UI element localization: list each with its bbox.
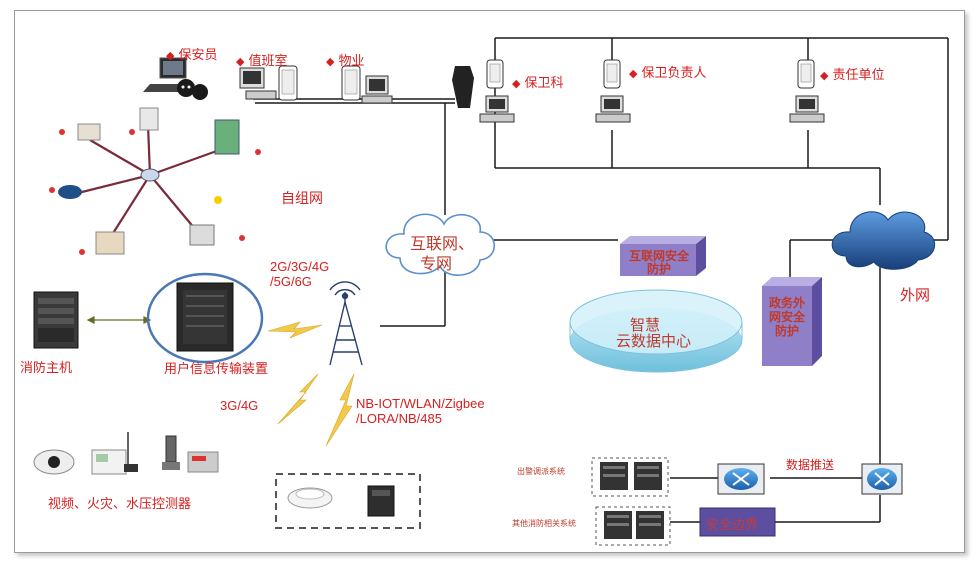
label-detectors: 视频、火灾、水压控测器 [48, 496, 192, 511]
sensor-dashed-box [275, 473, 421, 529]
label-security-boundary: 安全边界 [706, 517, 759, 532]
transmission-device-icon [146, 272, 264, 364]
host-link-arrow [86, 316, 152, 324]
label-cellular-line2: /5G/6G [270, 274, 312, 289]
duty-room-computer-icon [239, 65, 298, 101]
diamond-icon: ◆ [820, 70, 829, 82]
label-internet-line2: 专网 [420, 256, 453, 273]
security-boundary-box [699, 507, 776, 537]
router-right-icon [861, 463, 903, 495]
gov-security-box [762, 277, 822, 366]
label-dispatch-system: 出警调派系统 [517, 467, 565, 476]
label-fire-host: 消防主机 [20, 360, 73, 375]
internet-security-box [620, 236, 706, 276]
diamond-icon: ◆ [326, 56, 335, 68]
label-cellular-left: 3G/4G [220, 398, 259, 413]
dispatch-servers-box [591, 457, 669, 497]
security-head-devices-icon [595, 59, 631, 123]
label-cloud-center-line2: 云数据中心 [616, 333, 692, 350]
property-phone-icon [341, 65, 393, 104]
label-guard: ◆保安员 [166, 47, 218, 62]
diamond-icon: ◆ [512, 78, 521, 90]
label-transmission-device: 用户信息传输装置 [164, 361, 269, 376]
other-servers-box [595, 506, 671, 546]
label-responsible-unit: ◆责任单位 [820, 67, 885, 82]
cloud-datacenter-cylinder [569, 289, 743, 373]
label-gov-security: 政务外网安全防护 [768, 296, 805, 338]
label-cloud-center-line1: 智慧 [630, 317, 661, 334]
diamond-icon: ◆ [236, 56, 245, 68]
external-cloud-shape [831, 211, 935, 270]
label-iot-line1: NB-IOT/WLAN/Zigbee [356, 396, 485, 411]
label-security-dept: ◆保卫科 [512, 75, 564, 90]
label-iot-line2: /LORA/NB/485 [356, 411, 442, 426]
guard-computer-icon [143, 57, 208, 100]
adhoc-star-network [49, 107, 261, 255]
label-cellular-line1: 2G/3G/4G [270, 259, 330, 274]
security-dept-devices-icon [452, 59, 515, 123]
label-property: ◆物业 [326, 53, 365, 68]
label-security-head: ◆保卫负责人 [629, 65, 707, 80]
responsible-unit-devices-icon [789, 59, 825, 123]
label-internet-line1: 互联网、 [410, 236, 475, 253]
antenna-tower-icon [329, 281, 363, 366]
label-ad-hoc-network: 自组网 [281, 190, 323, 206]
fire-host-server-icon [33, 291, 79, 349]
detectors-group-icon [33, 432, 219, 475]
diamond-icon: ◆ [629, 68, 638, 80]
internet-cloud-shape [385, 213, 495, 276]
label-other-system: 其他消防相关系统 [512, 519, 576, 528]
label-internet-security: 互联网安全防护 [628, 249, 689, 276]
lightning-bolts [267, 321, 355, 447]
router-left-icon [717, 463, 765, 495]
label-data-push: 数据推送 [786, 458, 835, 472]
label-duty-room: ◆值班室 [236, 53, 288, 68]
diamond-icon: ◆ [166, 50, 175, 62]
label-external-network: 外网 [900, 287, 931, 304]
